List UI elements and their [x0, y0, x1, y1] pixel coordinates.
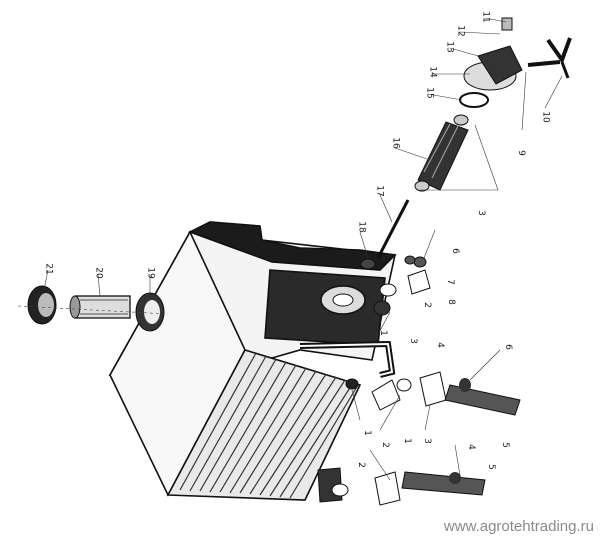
nut-upper	[373, 300, 391, 316]
mount-bracket-mid	[345, 371, 521, 416]
label-part-5-mid: 5	[499, 442, 510, 448]
label-part-2-low: 2	[355, 462, 366, 468]
label-part-20: 20	[93, 267, 104, 279]
tank-ribs	[179, 352, 359, 499]
label-part-12: 12	[455, 25, 466, 37]
tank-top-rim	[187, 221, 397, 271]
tank-assembly	[108, 221, 397, 501]
label-part-9: 9	[515, 150, 526, 156]
gasket-15	[459, 92, 489, 108]
label-part-2-mid: 2	[379, 442, 390, 448]
label-part-21: 21	[43, 263, 54, 275]
label-part-13: 13	[444, 41, 455, 53]
label-part-11: 11	[480, 11, 491, 23]
label-part-4-low: 4	[465, 444, 476, 450]
label-part-2-upper: 2	[421, 302, 432, 308]
washer-upper	[379, 283, 397, 297]
label-part-1-low: 1	[401, 438, 412, 444]
valve-10	[527, 37, 572, 79]
label-part-16: 16	[390, 137, 401, 149]
label-part-5: 5	[485, 464, 496, 470]
strainer-20	[69, 295, 131, 319]
filter-element-16	[414, 114, 469, 192]
neck-ring-19	[135, 292, 165, 332]
mount-bracket-low	[317, 467, 486, 506]
label-part-7: 7	[444, 279, 455, 285]
label-part-10: 10	[540, 111, 551, 123]
filter-head-13	[463, 17, 523, 91]
label-part-18: 18	[356, 221, 367, 233]
leader-lines	[43, 17, 563, 481]
label-part-19: 19	[145, 267, 156, 279]
filler-cap-21	[27, 285, 57, 325]
label-part-6-top: 6	[449, 248, 460, 254]
label-part-1-mid: 1	[361, 430, 372, 436]
label-part-4-upper: 4	[434, 342, 445, 348]
label-part-8: 8	[445, 299, 456, 305]
label-part-6-mid: 6	[502, 344, 513, 350]
rod-17	[376, 199, 410, 259]
label-part-15: 15	[424, 87, 435, 99]
label-part-3-mid: 3	[421, 438, 432, 444]
filler-neck	[320, 285, 366, 315]
label-part-3-top: 3	[475, 210, 486, 216]
washer-18	[360, 258, 376, 270]
watermark: www.agrotehtrading.ru	[443, 518, 594, 535]
label-part-3-upper: 3	[407, 338, 418, 344]
label-part-1-upper: 1	[377, 330, 388, 336]
leader-axis-cap	[17, 305, 169, 315]
label-part-17: 17	[374, 185, 385, 197]
bracket-7	[404, 255, 431, 295]
label-part-14: 14	[427, 66, 438, 78]
